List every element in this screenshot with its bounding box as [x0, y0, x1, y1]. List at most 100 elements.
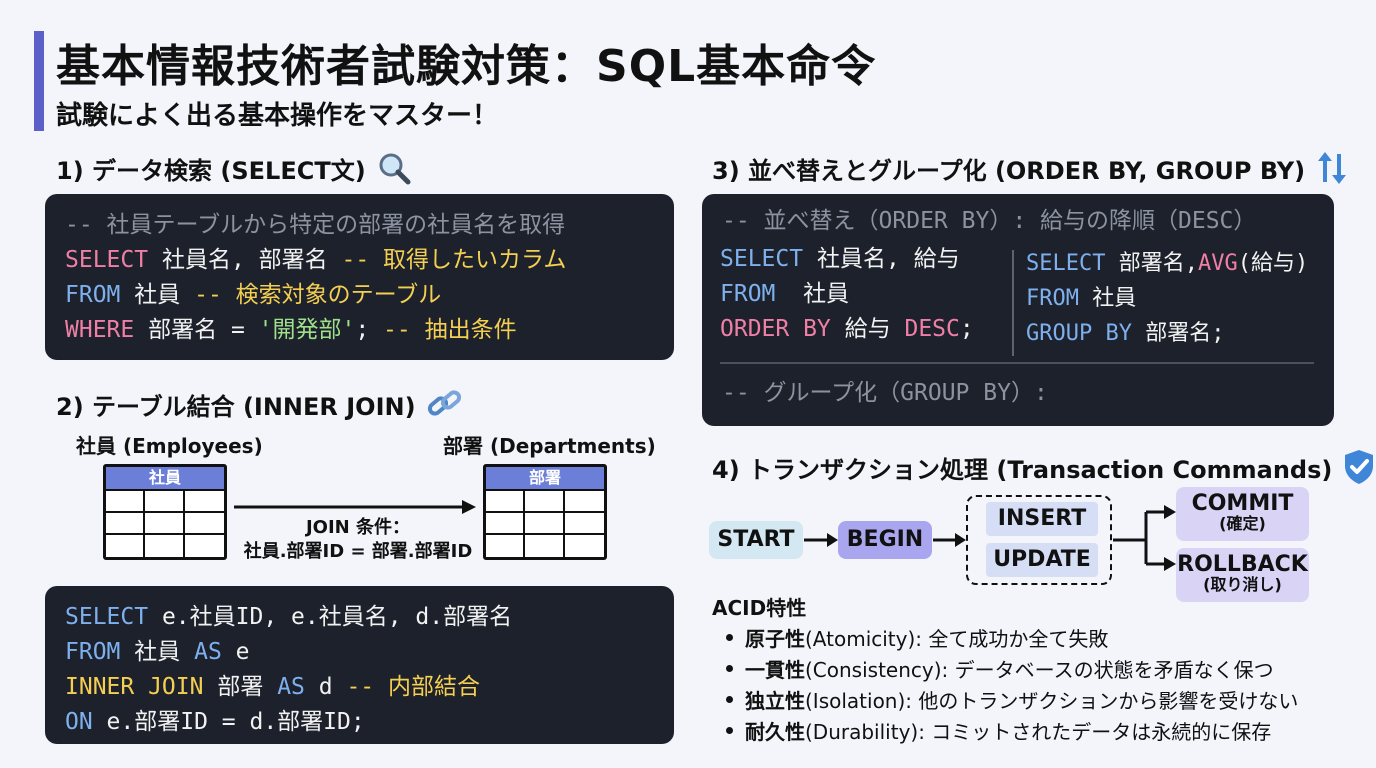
join-condition-expr: 社員.部署ID = 部署.部署ID	[243, 541, 473, 562]
code-comment-group: -- グループ化（GROUP BY）:	[722, 380, 1048, 406]
code-text: e.社員ID, e.社員名, d.部署名	[148, 604, 513, 630]
code-keyword: DESC	[904, 316, 960, 342]
acid-list: 原子性 (Atomicity): 全て成功か全て失敗 一貫性 (Consiste…	[726, 622, 1298, 746]
code-text: ;	[959, 316, 974, 342]
code-text: 部署名,	[1105, 251, 1198, 276]
code-text: 部署名;	[1131, 321, 1225, 346]
acid-item: 原子性 (Atomicity): 全て成功か全て失敗	[726, 622, 1298, 653]
code-keyword: AS	[194, 639, 222, 665]
section-2-heading: 2) テーブル結合 (INNER JOIN)	[56, 386, 464, 422]
code-keyword: ON	[65, 709, 93, 735]
employees-table-grid	[106, 491, 224, 557]
accent-bar	[34, 31, 44, 131]
section-4-heading: 4) トランザクション処理 (Transaction Commands)	[712, 448, 1376, 486]
code-comment: -- 取得したいカラム	[341, 247, 567, 273]
code-keyword: GROUP BY	[1026, 321, 1132, 346]
magnifier-icon	[379, 153, 411, 185]
code-keyword: FROM	[65, 282, 121, 308]
departments-label: 部署 (Departments)	[443, 434, 656, 458]
section-3-heading: 3) 並べ替えとグループ化 (ORDER BY, GROUP BY)	[712, 150, 1349, 186]
acid-desc: (Durability): コミットされたデータは永続的に保存	[805, 720, 1272, 744]
commit-sublabel: (確定)	[1219, 514, 1266, 533]
shield-check-icon	[1345, 450, 1374, 484]
acid-desc: (Isolation): 他のトランザクションから影響を受けない	[805, 689, 1299, 713]
acid-term: 原子性	[745, 627, 805, 651]
code-keyword: SELECT	[65, 604, 149, 630]
sort-arrows-icon	[1318, 152, 1347, 184]
section-1-heading: 1) データ検索 (SELECT文)	[56, 150, 412, 186]
code-order-by: SELECT 社員名, 給与 FROM 社員 ORDER BY 給与 DESC;	[702, 242, 974, 347]
code-text: 社員名, 給与	[803, 246, 960, 272]
code-text: 社員名, 部署名	[148, 247, 342, 273]
code-text: d	[304, 674, 347, 700]
insert-node: INSERT	[986, 502, 1098, 536]
code-divider	[1012, 250, 1014, 356]
code-text: e	[221, 639, 250, 665]
code-function: AVG	[1197, 251, 1238, 276]
join-condition-label: JOIN 条件：	[305, 517, 411, 538]
update-node: UPDATE	[986, 543, 1098, 577]
code-comment: -- 社員テーブルから特定の部署の社員名を取得	[65, 212, 566, 238]
start-node: START	[709, 521, 803, 559]
code-hr	[720, 362, 1314, 364]
code-keyword: FROM	[1026, 286, 1079, 311]
code-text: 社員	[775, 281, 850, 307]
acid-desc: (Atomicity): 全て成功か全て失敗	[805, 627, 1109, 651]
join-condition: JOIN 条件： 社員.部署ID = 部署.部署ID	[236, 516, 480, 564]
code-block-order-group: -- 並べ替え（ORDER BY）: 給与の降順（DESC） SELECT 社員…	[702, 194, 1334, 426]
code-keyword: FROM	[65, 639, 121, 665]
code-text: 部署名 =	[134, 317, 259, 343]
departments-table: 部署	[483, 464, 607, 560]
code-text: 部署	[203, 674, 278, 700]
rollback-label: ROLLBACK	[1177, 552, 1308, 577]
code-text: (給与)	[1237, 251, 1309, 276]
acid-term: 一貫性	[745, 658, 805, 682]
commit-node: COMMIT (確定)	[1176, 487, 1309, 541]
code-comment-order: -- 並べ替え（ORDER BY）: 給与の降順（DESC）	[722, 208, 1257, 234]
code-comment: -- 内部結合	[346, 674, 480, 700]
code-keyword: AS	[277, 674, 305, 700]
employees-table-header: 社員	[106, 467, 224, 491]
code-keyword: INNER JOIN	[65, 674, 204, 700]
section-1-title: 1) データ検索 (SELECT文)	[56, 156, 366, 185]
departments-table-header: 部署	[486, 467, 604, 491]
acid-term: 独立性	[745, 689, 805, 713]
code-group-by: SELECT 部署名,AVG(給与) FROM 社員 GROUP BY 部署名;	[1026, 246, 1308, 351]
code-text: 社員	[120, 282, 195, 308]
code-block-select: -- 社員テーブルから特定の部署の社員名を取得 SELECT 社員名, 部署名 …	[45, 194, 674, 360]
section-4-title: 4) トランザクション処理 (Transaction Commands)	[712, 455, 1333, 484]
employees-label: 社員 (Employees)	[76, 434, 263, 458]
code-keyword: SELECT	[1026, 251, 1106, 276]
rollback-node: ROLLBACK (取り消し)	[1176, 548, 1309, 602]
code-block-join: SELECT e.社員ID, e.社員名, d.部署名 FROM 社員 AS e…	[45, 586, 674, 744]
code-keyword: SELECT	[65, 247, 149, 273]
section-3-title: 3) 並べ替えとグループ化 (ORDER BY, GROUP BY)	[712, 156, 1306, 185]
link-icon	[427, 390, 461, 416]
acid-item: 一貫性 (Consistency): データベースの状態を矛盾なく保つ	[726, 653, 1298, 684]
acid-title: ACID特性	[712, 596, 807, 620]
transaction-flow-arrows	[804, 505, 1176, 571]
operation-group	[966, 495, 1112, 585]
acid-term: 耐久性	[745, 720, 805, 744]
acid-item: 耐久性 (Durability): コミットされたデータは永続的に保存	[726, 715, 1298, 746]
code-keyword: FROM	[720, 281, 776, 307]
code-string: '開発部'	[258, 317, 356, 343]
section-2-title: 2) テーブル結合 (INNER JOIN)	[56, 392, 416, 421]
code-text: ;	[355, 317, 384, 343]
departments-table-grid	[486, 491, 604, 557]
code-keyword: WHERE	[65, 317, 135, 343]
rollback-sublabel: (取り消し)	[1203, 575, 1282, 594]
join-arrow	[234, 500, 476, 514]
code-comment: -- 検索対象のテーブル	[194, 282, 442, 308]
code-text: 給与	[830, 316, 905, 342]
code-keyword: ORDER BY	[720, 316, 831, 342]
code-text: 社員	[120, 639, 195, 665]
page-subtitle: 試験によく出る基本操作をマスター！	[56, 101, 499, 131]
page-title: 基本情報技術者試験対策：SQL基本命令	[56, 41, 877, 92]
code-comment: -- 抽出条件	[383, 317, 517, 343]
acid-item: 独立性 (Isolation): 他のトランザクションから影響を受けない	[726, 684, 1298, 715]
begin-node: BEGIN	[838, 521, 932, 559]
code-text: e.部署ID = d.部署ID;	[92, 709, 365, 735]
code-keyword: SELECT	[720, 246, 804, 272]
acid-desc: (Consistency): データベースの状態を矛盾なく保つ	[805, 658, 1274, 682]
